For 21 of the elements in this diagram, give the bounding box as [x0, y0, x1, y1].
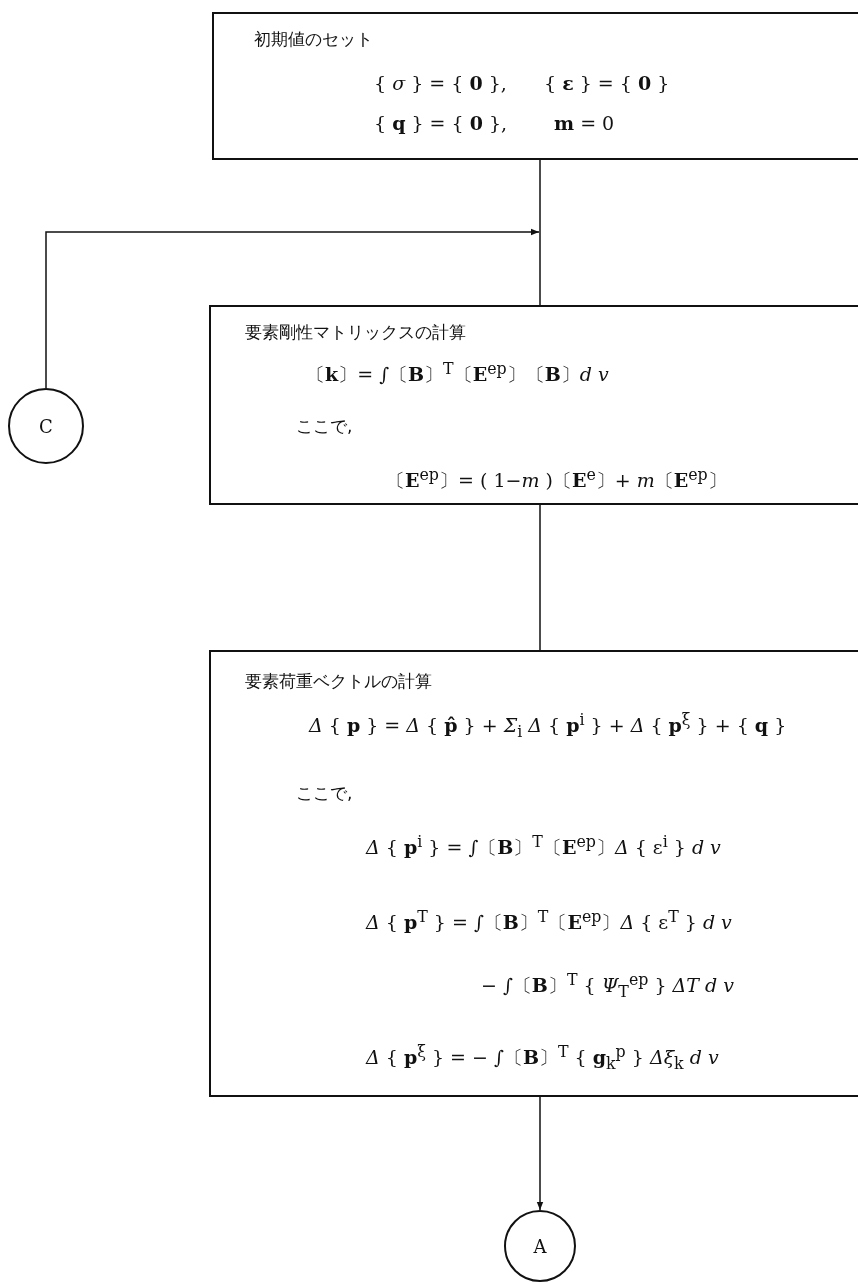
formula: m = 0 — [554, 112, 615, 134]
step-heading: 初期値のセット — [254, 28, 373, 51]
connector-circle: C — [8, 388, 84, 464]
formula: Δ { p$^{T}$ } = ∫〔B〕$^{T}$〔E$^{ep}$〕Δ { ε$^{T}$ } d v — [366, 907, 732, 936]
formula: 〔E$^{ep}$〕= ( 1−m )〔E$^{e}$〕+ m〔E$^{ep}$〕 — [386, 465, 727, 494]
formula: − ∫〔B〕$^{T}$ { Ψ$_{T}$$^{ep}$ } ΔT d v — [481, 970, 734, 1002]
process-box — [209, 650, 858, 1097]
formula: { q } = { 0 }, — [374, 112, 508, 134]
formula: 〔k〕= ∫〔B〕$^{T}$〔E$^{ep}$〕〔B〕d v — [306, 359, 609, 388]
process-box — [212, 12, 858, 160]
step-heading: 要素荷重ベクトルの計算 — [245, 670, 432, 693]
formula: Δ { p$^{i}$ } = ∫〔B〕$^{T}$〔E$^{ep}$〕Δ { ε$^{i}$ } d v — [366, 832, 721, 861]
formula: Δ { p } = Δ { p̂ } + Σ$_{i}$ Δ { p$^{i}$ } + Δ { p$^{ξ}$ } + { q } — [309, 710, 787, 742]
formula: Δ {p$^{ξ}$ } = − ∫〔B〕$^{T}$ { g$_{k}$$^{p}$ } Δξ$_{k}$ d v — [366, 1042, 719, 1074]
note-text: ここで, — [296, 782, 353, 805]
process-box — [209, 305, 858, 505]
connector-circle: A — [504, 1210, 576, 1282]
note-text: ここで, — [296, 415, 353, 438]
formula: { σ } = { 0 }, — [374, 72, 507, 94]
formula: { ε } = { 0 } — [544, 72, 670, 94]
step-heading: 要素剛性マトリックスの計算 — [245, 321, 466, 344]
